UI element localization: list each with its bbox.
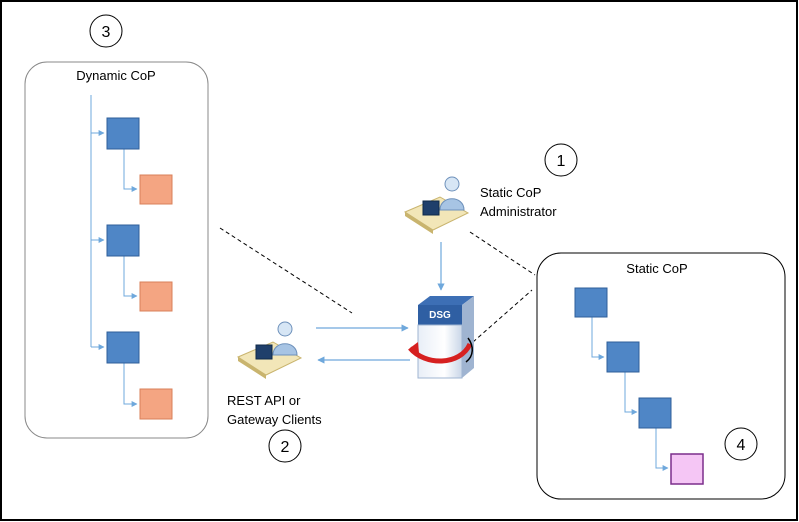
admin-person-icon	[403, 176, 470, 234]
static-node-pink	[670, 453, 704, 485]
badge-2	[268, 429, 302, 463]
badge-1	[544, 143, 578, 177]
dynamic-node-blue-1	[106, 117, 140, 150]
dynamic-node-orange-2	[139, 281, 173, 312]
clients-label-line1: REST API or	[227, 393, 301, 408]
static-node-blue-2	[606, 341, 640, 373]
badge-2-text: 2	[281, 439, 290, 456]
dynamic-node-orange-1	[139, 174, 173, 205]
client-person-icon	[236, 321, 303, 379]
static-cop-label: Static CoP	[626, 261, 687, 276]
badge-4	[724, 427, 758, 461]
flow-arrows	[316, 242, 445, 364]
dsg-label: DSG	[429, 310, 451, 321]
static-node-blue-3	[638, 397, 672, 429]
dynamic-node-blue-3	[106, 331, 140, 364]
dynamic-cop-connectors	[90, 95, 138, 407]
dashed-links	[219, 227, 536, 343]
static-node-blue-1	[574, 287, 608, 318]
dynamic-node-orange-3	[139, 388, 173, 420]
badge-1-text: 1	[557, 153, 566, 170]
badge-3	[89, 14, 123, 48]
dynamic-cop-label: Dynamic CoP	[76, 68, 155, 83]
admin-label-line1: Static CoP	[480, 185, 541, 200]
dynamic-cop-container	[24, 61, 209, 439]
static-cop-container	[536, 252, 786, 500]
clients-label-line2: Gateway Clients	[227, 412, 322, 427]
static-cop-connectors	[591, 317, 669, 471]
dsg-server-icon	[408, 296, 474, 379]
dynamic-node-blue-2	[106, 224, 140, 257]
admin-label-line2: Administrator	[480, 204, 557, 219]
badge-3-text: 3	[102, 24, 111, 41]
badge-4-text: 4	[737, 437, 746, 454]
